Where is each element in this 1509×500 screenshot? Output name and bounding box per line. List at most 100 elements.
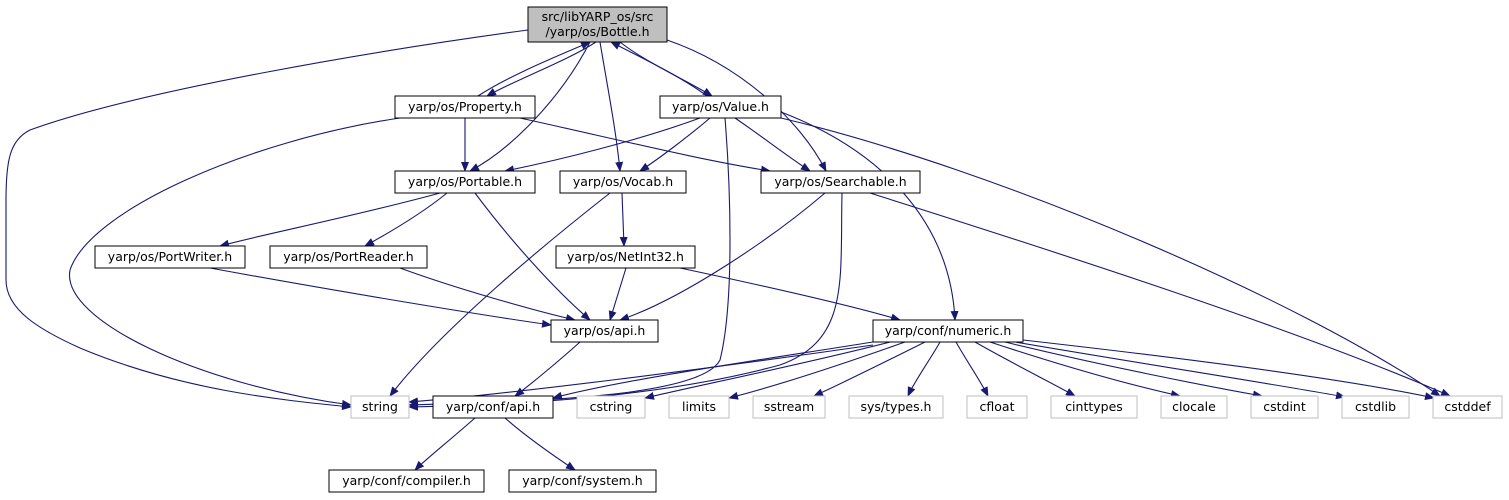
node-vocab[interactable]: yarp/os/Vocab.h: [559, 170, 687, 194]
edge-netint32-to-numeric: [679, 267, 901, 322]
node-box: [508, 469, 657, 493]
node-label: limits: [682, 399, 716, 414]
node-box: [659, 95, 782, 119]
edge-arrow: [989, 341, 1181, 398]
node-portable[interactable]: yarp/os/Portable.h: [394, 170, 536, 194]
node-confapi[interactable]: yarp/conf/api.h: [432, 395, 554, 419]
edge-arrow: [974, 341, 1076, 397]
node-value[interactable]: yarp/os/Value.h: [659, 95, 782, 119]
edge-property-to-searchable: [519, 117, 771, 174]
node-label: yarp/conf/system.h: [522, 473, 642, 488]
edge-arrow: [389, 192, 611, 397]
edge-arrow: [734, 117, 811, 172]
edge-numeric-to-cstddef: [1022, 339, 1435, 401]
edge-arrow: [209, 267, 552, 328]
edges-layer: [5, 29, 1451, 471]
node-cstring: cstring: [576, 395, 646, 419]
edge-arrow: [1022, 339, 1435, 401]
edge-arrow: [619, 192, 826, 321]
edge-arrow: [69, 117, 401, 408]
node-box: [328, 469, 485, 493]
node-system[interactable]: yarp/conf/system.h: [508, 469, 657, 493]
node-cfloat: cfloat: [966, 395, 1028, 419]
edge-arrow: [780, 111, 959, 321]
edge-arrow: [608, 267, 627, 321]
edge-numeric-to-clocale: [989, 341, 1181, 398]
edge-osapi-to-confapi: [514, 341, 581, 397]
edge-arrow: [619, 192, 628, 247]
edge-arrow: [477, 41, 591, 97]
node-box: [752, 395, 826, 419]
edge-arrow: [619, 41, 713, 97]
edge-arrow: [1004, 341, 1263, 399]
node-box: [555, 245, 696, 269]
edge-confapi-to-compiler: [414, 417, 476, 471]
edge-arrow: [414, 417, 476, 471]
node-label: yarp/os/Searchable.h: [774, 174, 906, 189]
edge-numeric-to-cfloat: [955, 341, 989, 397]
node-label: cstdlib: [1355, 399, 1396, 414]
edge-arrow: [399, 267, 576, 322]
node-box: [872, 319, 1024, 343]
edge-portreader-to-osapi: [399, 267, 576, 322]
node-box: [550, 319, 659, 343]
node-label: sstream: [764, 399, 814, 414]
edge-bottle-to-string: [5, 29, 529, 411]
node-label: yarp/os/Vocab.h: [573, 174, 673, 189]
node-box: [1250, 395, 1319, 419]
edge-arrow: [5, 29, 529, 411]
node-compiler[interactable]: yarp/conf/compiler.h: [328, 469, 485, 493]
node-label: yarp/os/PortWriter.h: [108, 249, 232, 264]
edge-property-to-bottle: [477, 41, 591, 97]
edge-arrow: [469, 41, 591, 172]
node-numeric[interactable]: yarp/conf/numeric.h: [872, 319, 1024, 343]
edge-bottle-to-property: [486, 41, 597, 97]
edge-arrow: [364, 192, 448, 247]
edge-confapi-to-system: [504, 417, 576, 471]
edge-netint32-to-osapi: [608, 267, 627, 321]
node-portreader[interactable]: yarp/os/PortReader.h: [269, 245, 428, 269]
node-label: cstddef: [1444, 399, 1491, 414]
node-cstddef: cstddef: [1432, 395, 1503, 419]
node-osapi[interactable]: yarp/os/api.h: [550, 319, 659, 343]
edge-arrow: [639, 117, 711, 172]
edge-arrow: [644, 341, 891, 400]
node-portwriter[interactable]: yarp/os/PortWriter.h: [94, 245, 246, 269]
node-box: [576, 395, 646, 419]
edge-arrow: [610, 41, 708, 97]
node-box: [94, 245, 246, 269]
edge-arrow: [552, 341, 874, 400]
edge-arrow: [486, 41, 597, 97]
node-box: [1050, 395, 1138, 419]
edge-searchable-to-cstddef: [869, 192, 1451, 397]
node-box: [848, 395, 944, 419]
edge-numeric-to-cstdlib: [1014, 341, 1346, 400]
edge-arrow: [869, 192, 1451, 397]
node-label: yarp/os/NetInt32.h: [567, 249, 684, 264]
node-cinttypes: cinttypes: [1050, 395, 1138, 419]
edge-arrow: [907, 341, 941, 397]
edge-searchable-to-string: [408, 192, 843, 411]
node-label: yarp/os/Portable.h: [408, 174, 522, 189]
edge-arrow: [1014, 341, 1346, 400]
edge-portable-to-portreader: [364, 192, 448, 247]
node-bottle[interactable]: src/libYARP_os/src/yarp/os/Bottle.h: [527, 6, 668, 43]
edge-arrow: [514, 341, 581, 397]
edge-numeric-to-sstream: [813, 341, 926, 397]
edge-value-to-numeric: [780, 111, 959, 321]
node-box: [668, 395, 730, 419]
node-box: [559, 170, 687, 194]
node-searchable[interactable]: yarp/os/Searchable.h: [760, 170, 921, 194]
edge-numeric-to-systypes: [907, 341, 941, 397]
node-systypes: sys/types.h: [848, 395, 944, 419]
node-netint32[interactable]: yarp/os/NetInt32.h: [555, 245, 696, 269]
edge-value-to-vocab: [639, 117, 711, 172]
edge-numeric-to-cstdint: [1004, 341, 1263, 399]
node-label: yarp/conf/api.h: [446, 399, 540, 414]
edge-arrow: [504, 117, 701, 174]
node-limits: limits: [668, 395, 730, 419]
node-property[interactable]: yarp/os/Property.h: [394, 95, 536, 119]
node-label: yarp/os/PortReader.h: [283, 249, 413, 264]
node-label: clocale: [1172, 399, 1216, 414]
